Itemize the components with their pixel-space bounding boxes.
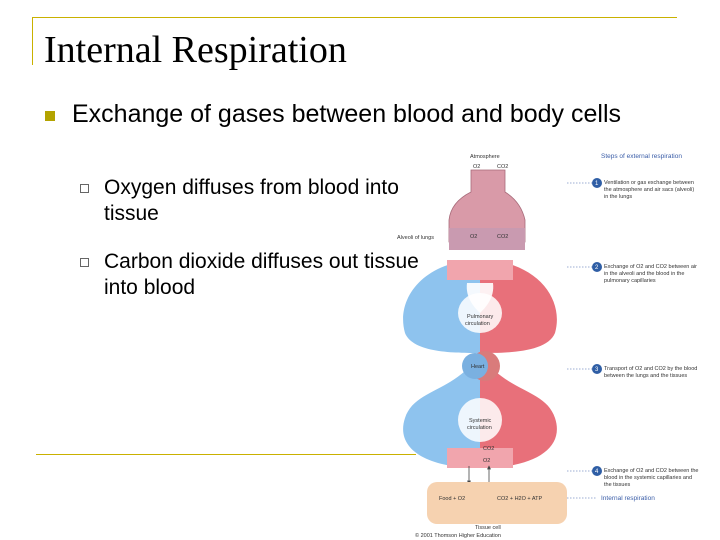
internal-respiration-label: Internal respiration	[601, 495, 655, 502]
sub-bullet-box-icon	[80, 258, 89, 267]
step3-num: 3	[595, 367, 599, 373]
alveoli-band	[449, 228, 525, 250]
pulmonary-label-2: circulation	[465, 321, 490, 327]
pulmonary-capillaries	[447, 260, 513, 280]
step2-line3: pulmonary capillaries	[604, 278, 656, 284]
systemic-capillaries	[447, 448, 513, 468]
step1-line3: in the lungs	[604, 194, 632, 200]
alveoli-label: Alveoli of lungs	[397, 235, 434, 241]
frame-left-rule	[32, 17, 33, 65]
tissue-label: Tissue cell	[475, 525, 501, 531]
bullet-square-icon	[45, 111, 55, 121]
systemic-label-1: Systemic	[469, 418, 492, 424]
co2-alveoli-label: CO2	[497, 234, 508, 240]
step2-num: 2	[595, 265, 599, 271]
copyright-label: © 2001 Thomson Higher Education	[415, 532, 501, 539]
sub-bullet-1: Oxygen diffuses from blood into tissue	[104, 176, 399, 225]
step4-num: 4	[595, 469, 599, 475]
o2-systemic-label: O2	[483, 458, 490, 464]
step4-line1: Exchange of O2 and CO2 between the	[604, 468, 698, 474]
heart-label: Heart	[471, 364, 485, 370]
food-label: Food + O2	[439, 496, 465, 502]
slide-title: Internal Respiration	[44, 29, 347, 71]
tissue-cell	[427, 482, 567, 524]
co2-systemic-label: CO2	[483, 446, 494, 452]
step1-line2: the atmosphere and air sacs (alveoli)	[604, 187, 694, 193]
frame-top-rule	[32, 17, 677, 18]
step2-line2: in the alveoli and the blood in the	[604, 271, 684, 277]
step3-line2: between the lungs and the tissues	[604, 373, 687, 379]
o2-top-label: O2	[473, 164, 480, 170]
step2-circle	[592, 262, 602, 272]
sub-bullet-2: Carbon dioxide diffuses out tissue into …	[104, 250, 419, 299]
step1-num: 1	[595, 181, 599, 187]
products-label: CO2 + H2O + ATP	[497, 496, 542, 502]
atmosphere-label: Atmosphere	[470, 154, 500, 160]
pulmonary-label-1: Pulmonary	[467, 314, 494, 320]
bullet-text: Exchange of gases between blood and body…	[72, 100, 621, 128]
sub-bullet-box-icon	[80, 184, 89, 193]
respiration-diagram: Atmosphere O2 CO2 Alveoli of lungs O2 CO…	[397, 153, 698, 539]
step1-circle	[592, 178, 602, 188]
step1-line1: Ventilation or gas exchange between	[604, 180, 694, 186]
step3-circle	[592, 364, 602, 374]
frame-bottom-rule	[36, 454, 416, 455]
step2-line1: Exchange of O2 and CO2 between air	[604, 264, 697, 270]
systemic-label-2: circulation	[467, 425, 492, 431]
steps-title: Steps of external respiration	[601, 153, 682, 160]
step4-line2: blood in the systemic capillaries and	[604, 475, 692, 481]
heart-shape-right	[462, 353, 488, 379]
step3-line1: Transport of O2 and CO2 by the blood	[604, 366, 697, 372]
step4-line3: the tissues	[604, 482, 631, 488]
step4-circle	[592, 466, 602, 476]
co2-top-label: CO2	[497, 164, 508, 170]
pulmonary-inner-space	[458, 293, 502, 333]
systemic-inner-space	[458, 398, 502, 442]
o2-alveoli-label: O2	[470, 234, 477, 240]
